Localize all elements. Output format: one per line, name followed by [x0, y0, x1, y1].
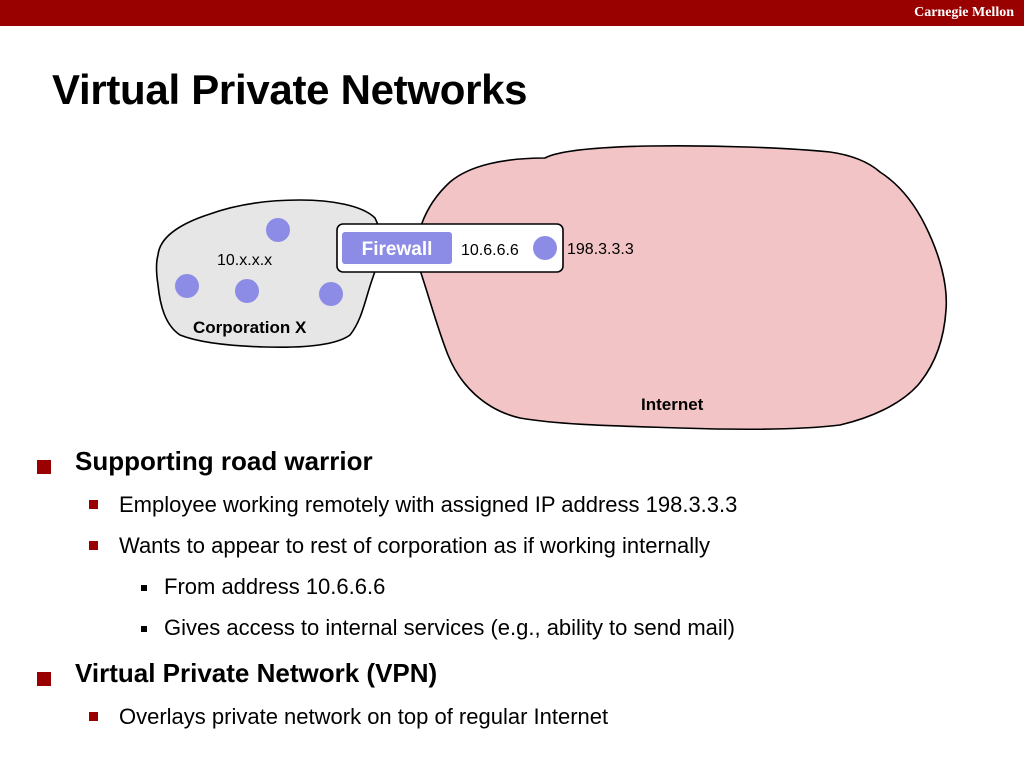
bullet-item: From address 10.6.6.6 — [164, 574, 386, 599]
firewall-label: Firewall — [362, 239, 433, 260]
remote-ip-label: 198.3.3.3 — [567, 241, 634, 258]
corporation-cloud — [155, 199, 381, 349]
bullet-marker — [141, 626, 147, 632]
bullet-item: Wants to appear to rest of corporation a… — [119, 533, 711, 558]
corp-host-dot — [175, 274, 199, 298]
firewall-host-dot — [533, 236, 557, 260]
bullet-item: Gives access to internal services (e.g.,… — [164, 615, 736, 640]
internet-cloud — [416, 145, 948, 431]
bullet-marker — [37, 460, 51, 474]
corporation-label: Corporation X — [193, 318, 307, 337]
bullet-item: Employee working remotely with assigned … — [119, 492, 738, 517]
corp-subnet-label: 10.x.x.x — [217, 252, 272, 269]
firewall-internal-ip: 10.6.6.6 — [461, 242, 519, 259]
corp-host-dot — [319, 282, 343, 306]
firewall-button — [342, 232, 452, 264]
brand-label: Carnegie Mellon — [914, 5, 1014, 20]
internet-label: Internet — [641, 395, 704, 414]
bullet-item: Virtual Private Network (VPN) — [75, 658, 438, 688]
bullet-item: Overlays private network on top of regul… — [119, 704, 609, 729]
bullet-marker — [89, 712, 98, 721]
header-bar: Carnegie Mellon — [0, 0, 1024, 26]
corp-host-dot — [235, 279, 259, 303]
bullet-marker — [89, 500, 98, 509]
corp-host-dot — [266, 218, 290, 242]
bullet-marker — [37, 672, 51, 686]
slide-title: Virtual Private Networks — [52, 66, 528, 113]
bullet-item: Supporting road warrior — [75, 446, 373, 476]
bullet-marker — [89, 541, 98, 550]
bullet-marker — [141, 585, 147, 591]
